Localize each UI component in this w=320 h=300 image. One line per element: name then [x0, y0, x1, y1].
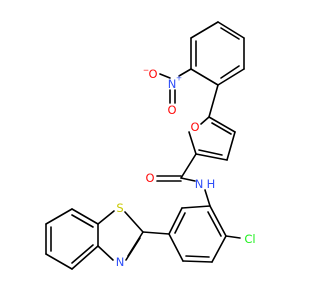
bond: [188, 131, 197, 155]
bond: [190, 21, 219, 39]
nitrophenyl-ring: [190, 21, 245, 86]
bond: [168, 233, 184, 262]
bond: [181, 205, 211, 209]
bond: [174, 212, 186, 234]
bond: [71, 208, 99, 225]
bond: [97, 245, 114, 261]
bond: [180, 177, 196, 182]
bond: [217, 68, 245, 86]
bond: [71, 244, 94, 264]
bond: [71, 214, 94, 228]
bond: [204, 189, 211, 207]
bond: [200, 116, 210, 125]
furan-oxygen-label: O: [190, 120, 199, 134]
bond: [208, 116, 236, 133]
bond: [209, 205, 227, 237]
amide-nitrogen-label: N: [195, 177, 204, 191]
bond: [220, 27, 240, 40]
benzothiazole-group: S N: [45, 201, 170, 270]
bond: [185, 255, 210, 258]
bond: [220, 65, 240, 79]
bond: [198, 149, 223, 156]
bond: [178, 68, 192, 77]
amide-group: O N H: [145, 153, 216, 207]
negative-charge-label: −: [143, 66, 149, 75]
thiazole-sulfur-label: S: [116, 201, 123, 215]
bond: [207, 211, 222, 237]
bond: [168, 207, 183, 235]
nitro-oxygen-double-label: O: [167, 103, 176, 117]
bond: [190, 68, 219, 86]
bond: [97, 210, 115, 225]
bond: [124, 211, 144, 233]
nitro-oxygen-minus-label: O: [148, 67, 157, 81]
bond: [180, 153, 197, 179]
bond: [195, 153, 228, 161]
amide-hydrogen-label: H: [207, 177, 216, 191]
furan-ring: O: [188, 84, 236, 161]
bond: [45, 208, 73, 225]
bond: [211, 122, 232, 135]
bond: [208, 84, 219, 118]
molecule-structure-diagram: O − N + O O O N H C: [45, 21, 256, 270]
bond: [142, 231, 170, 235]
bond: [182, 260, 213, 263]
nitro-nitrogen-label: N: [168, 77, 177, 91]
bond: [159, 73, 171, 79]
bond: [211, 235, 227, 263]
bond: [125, 237, 141, 261]
thiazole-nitrogen-label: N: [116, 255, 125, 269]
nitro-group: O − N + O: [143, 66, 192, 117]
bond: [217, 21, 245, 39]
chlorophenyl-ring: Cl: [168, 205, 256, 263]
bond: [225, 235, 241, 239]
bond: [45, 253, 73, 270]
carbonyl-oxygen-label: O: [145, 171, 154, 185]
chlorine-label: Cl: [244, 232, 255, 246]
positive-charge-label: +: [176, 74, 182, 83]
bond: [226, 131, 236, 161]
bond: [71, 245, 99, 270]
